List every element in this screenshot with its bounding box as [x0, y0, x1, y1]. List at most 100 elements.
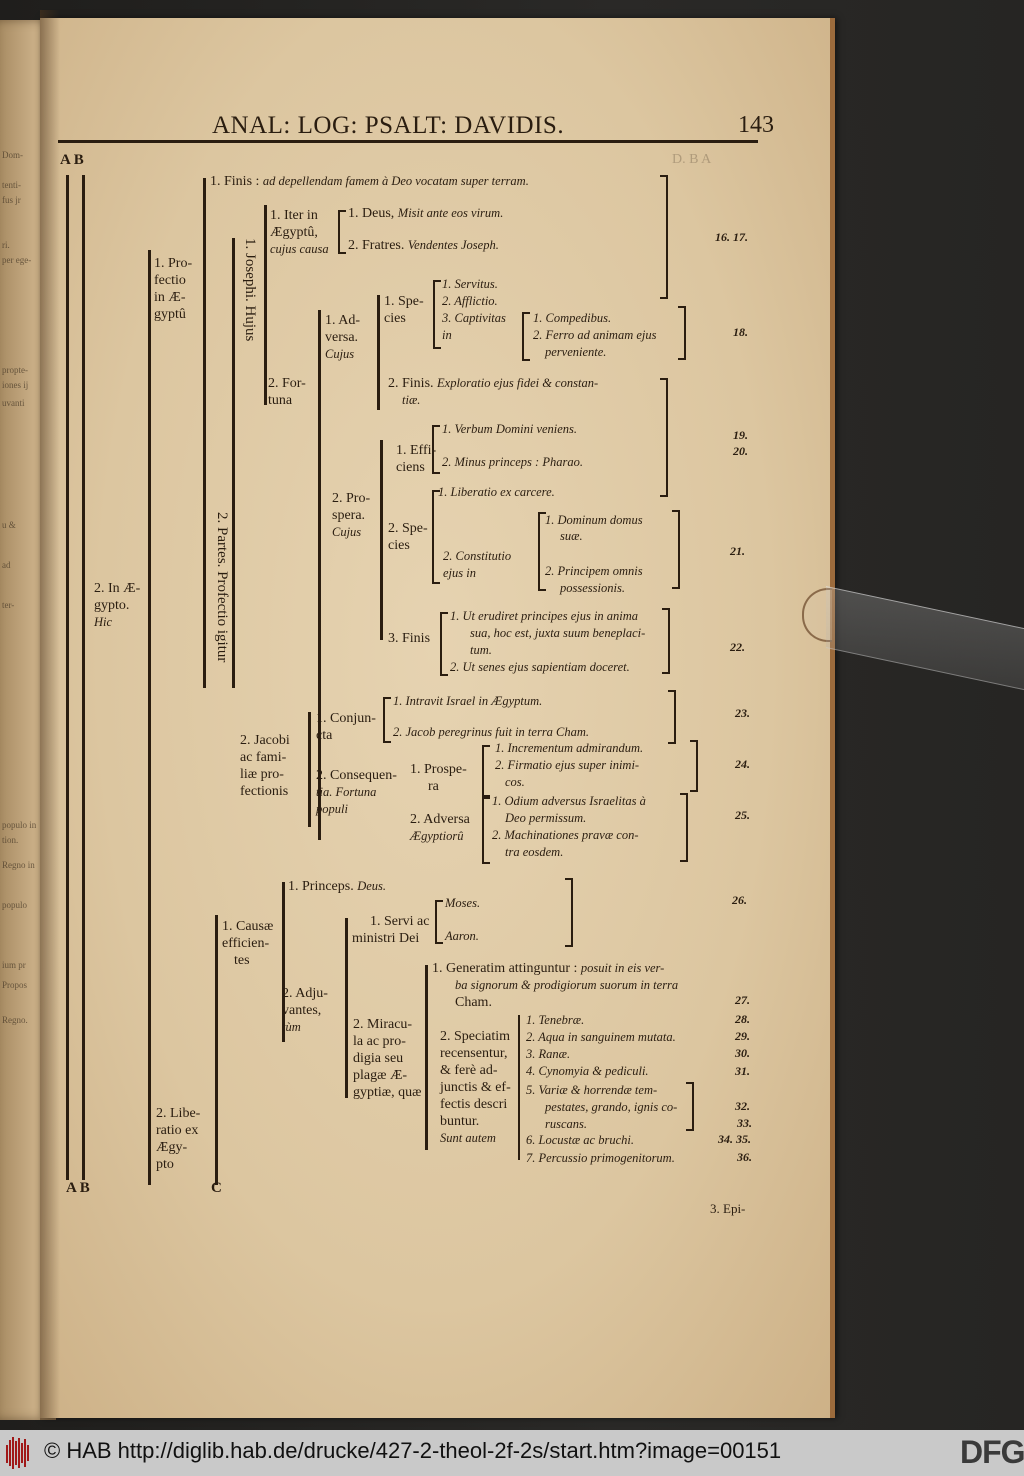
finis-3-item-1: 1. Ut erudiret principes ejus in anima [450, 609, 639, 623]
bracket-prospera-2 [482, 745, 490, 799]
verse-34-35: 34. 35. [718, 1132, 751, 1146]
column-marker-ab-bottom: A B [66, 1180, 90, 1196]
bracket-right-prospera [660, 378, 668, 497]
bracket-right-conjuncta [668, 690, 676, 744]
captivitas-ferro: 2. Ferro ad animam ejus [533, 328, 657, 342]
column-marker-ab-top: A B [60, 152, 84, 168]
plague-6: 6. Locustæ ac bruchi. [526, 1133, 634, 1147]
plague-5b: pestates, grando, ignis co- [545, 1100, 678, 1114]
left-fragment: tenti- [2, 180, 21, 190]
bracket-right-princeps [565, 878, 573, 947]
verse-18: 18. [733, 325, 748, 339]
node-adversa: 1. Ad-versa.Cujus [325, 313, 360, 361]
plague-7: 7. Percussio primogenitorum. [526, 1151, 675, 1165]
bracket-adversa-2 [482, 795, 490, 864]
header-rule [58, 140, 758, 143]
bracket-main [148, 250, 151, 1185]
bracket-constitutio [538, 512, 546, 591]
left-fragment: ad [2, 560, 11, 570]
node-in-aegypto: 2. In Æ-gypto.Hic [94, 581, 141, 629]
book-page [40, 18, 835, 1418]
bracket-right-finis-3 [662, 608, 670, 674]
left-fragment: uvanti [2, 398, 25, 408]
finis-2-cont: tiæ. [402, 393, 421, 407]
node-species-2: 2. Spe-cies [388, 521, 428, 553]
node-finis-2: 2. Finis. Exploratio ejus fidei & consta… [388, 376, 599, 391]
catchword: 3. Epi- [710, 1201, 746, 1216]
left-fragment: fus jr [2, 195, 21, 205]
bracket-iter [264, 205, 267, 405]
bracket-right-prospera-2 [690, 740, 698, 792]
bracket-adjuvantes [345, 918, 348, 1098]
verse-36: 36. [737, 1150, 752, 1164]
verse-20: 20. [733, 444, 748, 458]
bracket-conjuncta [383, 697, 391, 743]
bracket-josephi [232, 238, 235, 688]
bracket-adversa [377, 295, 380, 410]
copyright-link[interactable]: © HAB http://diglib.hab.de/drucke/427-2-… [44, 1438, 782, 1463]
finis-3-item-2: 2. Ut senes ejus sapientiam doceret. [450, 660, 630, 674]
constitutio-principem: 2. Principem omnis [545, 564, 643, 578]
iter-item-deus: 1. Deus, Misit ante eos virum. [348, 206, 504, 221]
left-fragment: Regno in [2, 860, 35, 870]
left-fragment: populo in [2, 820, 37, 830]
bracket-prospera [380, 440, 383, 640]
left-fragment: tion. [2, 835, 19, 845]
finis-3-item-1b: sua, hoc est, juxta suum beneplaci- [470, 626, 646, 640]
left-fragment: per ege- [2, 255, 32, 265]
verse-29: 29. [735, 1029, 750, 1043]
bracket-fortuna [318, 310, 321, 840]
species-item-servitus: 1. Servitus. [442, 277, 498, 291]
node-conjuncta: 1. Conjun-cta [316, 711, 376, 743]
node-generatim: 1. Generatim attinguntur : posuit in eis… [432, 961, 665, 976]
constitutio-dominum: 1. Dominum domus [545, 513, 643, 527]
bracket-species-1 [433, 280, 441, 349]
verse-21: 21. [730, 544, 745, 558]
node-species-1: 1. Spe-cies [384, 294, 424, 326]
prospera-2-incrementum: 1. Incrementum admirandum. [495, 741, 644, 755]
bracket-finis-3 [440, 612, 448, 676]
left-fragment: propte- [2, 365, 28, 375]
left-fragment: Propos [2, 980, 28, 990]
verse-25: 25. [735, 808, 750, 822]
adversa-2-odium: 1. Odium adversus Israelitas à [492, 794, 646, 808]
plague-4: 4. Cynomyia & pediculi. [526, 1064, 649, 1078]
node-fortuna: 2. For-tuna [268, 376, 306, 408]
acrylic-page-holder [826, 586, 1024, 695]
left-fragment: populo [2, 900, 28, 910]
plague-3: 3. Ranæ. [526, 1047, 571, 1061]
conjuncta-intravit: 1. Intravit Israel in Ægyptum. [393, 694, 543, 708]
verse-16-17: 16. 17. [715, 230, 748, 244]
node-prospera-2: 1. Prospe-ra [410, 762, 467, 794]
left-fragment: ium pr [2, 960, 26, 970]
faded-column-markers: D. B A [672, 152, 712, 167]
bracket-causae [282, 882, 285, 1042]
node-princeps: 1. Princeps. Deus. [288, 879, 387, 894]
node-prospera: 2. Pro-spera.Cujus [332, 491, 371, 539]
captivitas-perveniente: perveniente. [545, 345, 607, 359]
node-finis: 1. Finis : ad depellendam famem à Deo vo… [210, 174, 529, 189]
plague-2: 2. Aqua in sanguinem mutata. [526, 1030, 676, 1044]
verse-32: 32. [735, 1099, 750, 1113]
column-line-b [82, 175, 85, 1180]
bracket-right-captivitas [678, 306, 686, 360]
bracket-right-constitutio [672, 510, 680, 589]
bracket-jacobi [308, 712, 311, 827]
bracket-efficiens [432, 425, 440, 474]
prospera-2-firmatio: 2. Firmatio ejus super inimi- [495, 758, 640, 772]
node-partes: 2. Partes. Profectio igitur [214, 512, 230, 663]
node-finis-3: 3. Finis [388, 631, 431, 646]
servi-aaron: Aaron. [445, 929, 479, 943]
bracket-iter-items [338, 210, 346, 254]
column-line-a [66, 175, 69, 1180]
finis-3-item-1c: tum. [470, 643, 492, 657]
bracket-liberatio [215, 915, 218, 1185]
